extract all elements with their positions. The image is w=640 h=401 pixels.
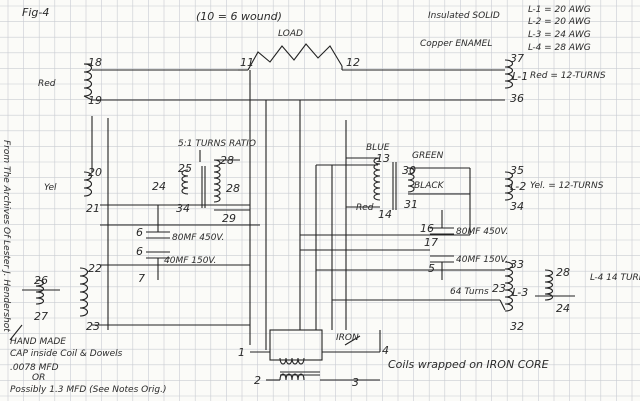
node-23-right: 23 xyxy=(492,282,506,295)
wiring xyxy=(9,43,575,381)
node-17: 17 xyxy=(424,236,438,249)
node-27: 27 xyxy=(34,310,48,323)
red-turns-label: Red = 12-TURNS xyxy=(530,71,606,81)
node-2: 2 xyxy=(254,374,261,387)
node-26: 26 xyxy=(34,274,48,287)
yel-turns-label: Yel. = 12-TURNS xyxy=(530,181,604,191)
green-label: GREEN xyxy=(412,151,444,161)
annotations: Fig-4 (10 = 6 wound) LOAD Insulated SOLI… xyxy=(1,5,640,395)
blue-label: BLUE xyxy=(366,143,390,153)
node-18: 18 xyxy=(88,56,102,69)
cap1-label: 80MF 450V. xyxy=(172,233,224,243)
node-12: 12 xyxy=(346,56,360,69)
node-1-load: 11 xyxy=(240,56,254,69)
node-37: 37 xyxy=(510,52,524,65)
legend-l2: L-2 = 20 AWG xyxy=(528,17,591,27)
node-6b: 6 xyxy=(136,245,143,258)
node-36: 36 xyxy=(510,92,524,105)
cap4-label: 40MF 150V. xyxy=(456,255,508,265)
node-28-side: 28 xyxy=(226,182,240,195)
node-3: 3 xyxy=(352,376,359,389)
node-21: 21 xyxy=(86,202,100,215)
cap-value-label: .0078 MFD xyxy=(10,363,59,373)
node-30: 30 xyxy=(402,164,416,177)
possibly-label: Possibly 1.3 MFD (See Notes Orig.) xyxy=(10,385,167,395)
legend-copper: Copper ENAMEL xyxy=(420,39,492,49)
node-29: 29 xyxy=(222,212,236,225)
yel-left-label: Yel xyxy=(44,183,57,193)
legend-l4: L-4 = 28 AWG xyxy=(528,43,591,53)
or-label: OR xyxy=(32,373,45,383)
node-33: 33 xyxy=(510,258,524,271)
label-l3: L-3 xyxy=(512,286,528,299)
iron-label: IRON xyxy=(336,333,359,343)
cap3-label: 80MF 450V. xyxy=(456,227,508,237)
node-34-left: 34 xyxy=(176,202,190,215)
archive-credit: From The Archives Of Lester J. Hendersho… xyxy=(1,140,11,332)
turns64-label: 64 Turns xyxy=(450,287,489,297)
node-23-left: 23 xyxy=(86,320,100,333)
node-28-right: 28 xyxy=(556,266,570,279)
node-19: 19 xyxy=(88,94,102,107)
node-24-right: 24 xyxy=(556,302,570,315)
node-25: 25 xyxy=(178,162,192,175)
node-14: 14 xyxy=(378,208,392,221)
coils-note: Coils wrapped on IRON CORE xyxy=(388,358,549,371)
red-mid-label: Red xyxy=(356,203,374,213)
node-32: 32 xyxy=(510,320,524,333)
winding-note: (10 = 6 wound) xyxy=(196,10,282,23)
hand-made-label: HAND MADE xyxy=(10,337,66,347)
node-4: 4 xyxy=(382,344,389,357)
label-l1: L-1 xyxy=(512,70,528,83)
ratio-label: 5:1 TURNS RATIO xyxy=(178,139,256,149)
node-31: 31 xyxy=(404,198,418,211)
legend-l1: L-1 = 20 AWG xyxy=(528,5,591,15)
figure-label: Fig-4 xyxy=(22,6,49,19)
node-35: 35 xyxy=(510,164,524,177)
black-label: BLACK xyxy=(414,181,445,191)
l4-turns-label: L-4 14 TURNS xyxy=(590,273,640,283)
legend-l3: L-3 = 24 AWG xyxy=(528,30,591,40)
node-24-left: 24 xyxy=(152,180,166,193)
cap-inside-label: CAP inside Coil & Dowels xyxy=(10,349,123,359)
node-22: 22 xyxy=(88,262,102,275)
load-label: LOAD xyxy=(278,29,303,39)
cap2-label: 40MF 150V. xyxy=(164,256,216,266)
node-1: 1 xyxy=(238,346,245,359)
node-34-right: 34 xyxy=(510,200,524,213)
node-15: 5 xyxy=(428,262,435,275)
legend-insulated: Insulated SOLID xyxy=(428,11,500,21)
node-28-top: 28 xyxy=(220,154,234,167)
node-6a: 6 xyxy=(136,226,143,239)
node-7: 7 xyxy=(138,272,145,285)
red-left-label: Red xyxy=(38,79,56,89)
label-l2: L-2 xyxy=(510,180,526,193)
node-16: 16 xyxy=(420,222,434,235)
node-20: 20 xyxy=(88,166,102,179)
node-13: 13 xyxy=(376,152,390,165)
